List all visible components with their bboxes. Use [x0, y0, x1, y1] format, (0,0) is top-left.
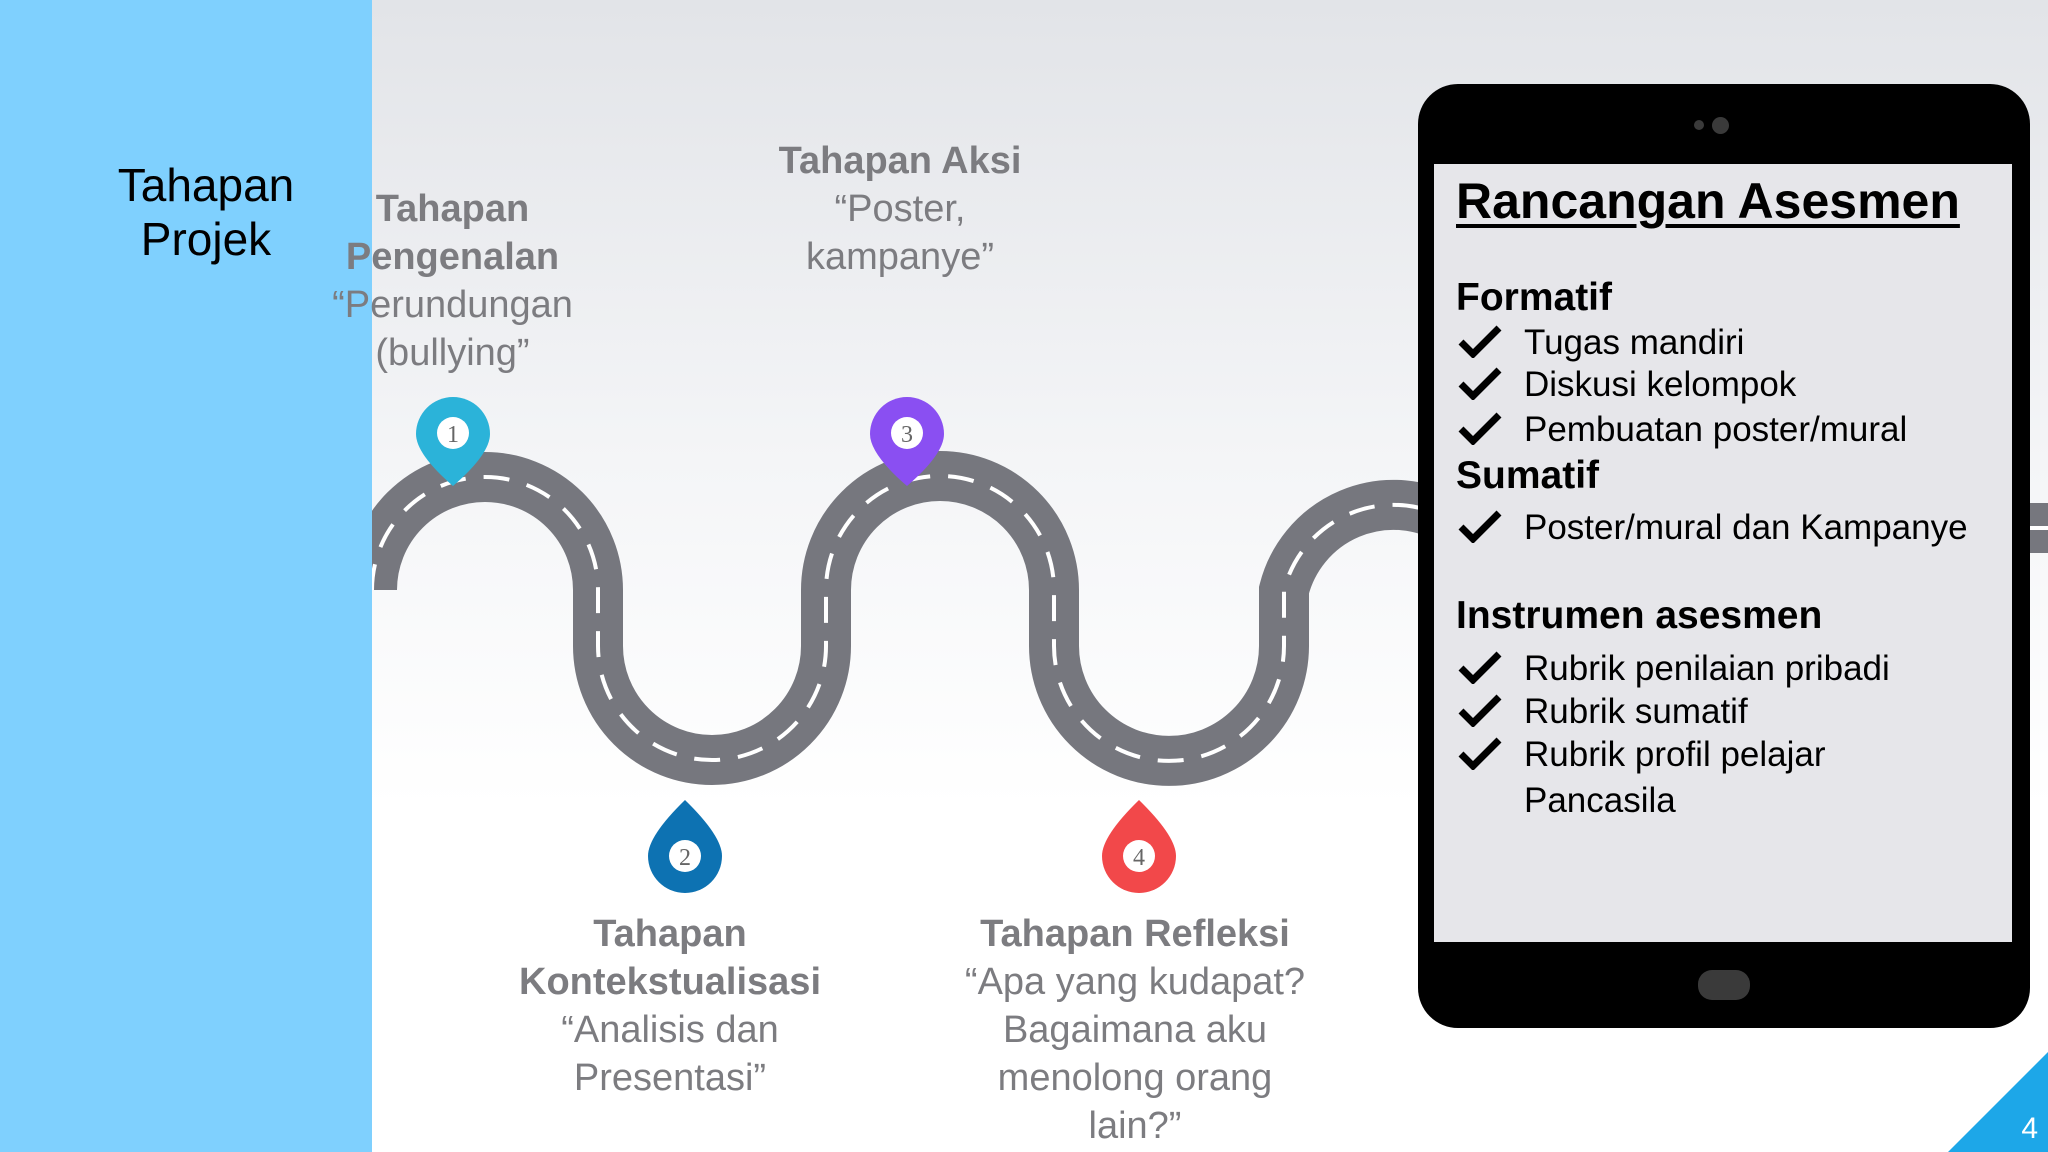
- assessment-title: Rancangan Asesmen: [1456, 173, 1960, 229]
- side-panel: Tahapan Projek: [0, 0, 372, 1152]
- pin-4: 4: [1102, 800, 1176, 893]
- pin-3: 3: [870, 397, 944, 486]
- corner-decoration: [1948, 1052, 2048, 1152]
- side-title: Tahapan Projek: [117, 159, 295, 265]
- formatif-item-text: Diskusi kelompok: [1524, 365, 1797, 404]
- check-icon: [1458, 651, 1502, 684]
- stage-3-label: Tahapan Aksi “Poster, kampanye”: [740, 137, 1060, 281]
- slide-number: 4: [2021, 1112, 2038, 1145]
- formatif-item-text: Tugas mandiri: [1524, 323, 1745, 362]
- check-icon: [1458, 737, 1502, 770]
- formatif-item: Tugas mandiri: [1458, 320, 1744, 366]
- stage-2-label: Tahapan Kontekstualisasi “Analisis dan P…: [480, 910, 860, 1102]
- instrumen-item: Rubrik penilaian pribadi: [1458, 646, 1890, 692]
- pin-2-number: 2: [679, 845, 691, 871]
- sumatif-item: Poster/mural dan Kampanye: [1458, 505, 1968, 551]
- sumatif-item-text: Poster/mural dan Kampanye: [1524, 508, 1968, 547]
- instrumen-item: Rubrik profil pelajar Pancasila: [1458, 732, 1826, 824]
- instrumen-item-text: Rubrik profil pelajar Pancasila: [1524, 735, 1826, 820]
- tablet-screen: Rancangan Asesmen Formatif Tugas mandiri…: [1434, 164, 2012, 942]
- pin-4-number: 4: [1133, 845, 1145, 871]
- stage-1-desc: “Perundungan (bullying”: [332, 284, 573, 374]
- stage-1-title: Tahapan Pengenalan: [345, 188, 560, 278]
- stage-4-title: Tahapan Refleksi: [980, 913, 1290, 955]
- stage-4-label: Tahapan Refleksi “Apa yang kudapat? Baga…: [930, 910, 1340, 1150]
- instrumen-item-text: Rubrik penilaian pribadi: [1524, 649, 1890, 688]
- pin-1: 1: [416, 397, 490, 486]
- check-icon: [1458, 412, 1502, 445]
- camera-lens-icon: [1712, 117, 1729, 134]
- instrumen-item-text: Rubrik sumatif: [1524, 692, 1748, 731]
- instrumen-heading: Instrumen asesmen: [1456, 594, 1823, 637]
- formatif-item: Diskusi kelompok: [1458, 362, 1796, 408]
- stage-2-desc: “Analisis dan Presentasi”: [561, 1009, 779, 1099]
- formatif-heading: Formatif: [1456, 276, 1612, 319]
- camera-icon: [1694, 120, 1704, 130]
- check-icon: [1458, 510, 1502, 543]
- home-button-icon: [1698, 970, 1750, 1000]
- instrumen-item: Rubrik sumatif: [1458, 689, 1748, 735]
- formatif-item-text: Pembuatan poster/mural: [1524, 410, 1908, 449]
- sumatif-heading: Sumatif: [1456, 454, 1600, 497]
- stage-4-desc: “Apa yang kudapat? Bagaimana aku menolon…: [964, 961, 1306, 1147]
- tablet-frame: Rancangan Asesmen Formatif Tugas mandiri…: [1418, 84, 2030, 1028]
- check-icon: [1458, 367, 1502, 400]
- stage-3-title: Tahapan Aksi: [778, 140, 1022, 182]
- stage-2-title: Tahapan Kontekstualisasi: [519, 913, 821, 1003]
- formatif-item: Pembuatan poster/mural: [1458, 407, 1907, 453]
- check-icon: [1458, 325, 1502, 358]
- pin-1-number: 1: [447, 422, 459, 448]
- check-icon: [1458, 694, 1502, 727]
- pin-3-number: 3: [901, 422, 913, 448]
- road: [347, 451, 1463, 786]
- stage-1-label: Tahapan Pengenalan “Perundungan (bullyin…: [300, 185, 605, 377]
- pin-2: 2: [648, 800, 722, 893]
- stage-3-desc: “Poster, kampanye”: [806, 188, 994, 278]
